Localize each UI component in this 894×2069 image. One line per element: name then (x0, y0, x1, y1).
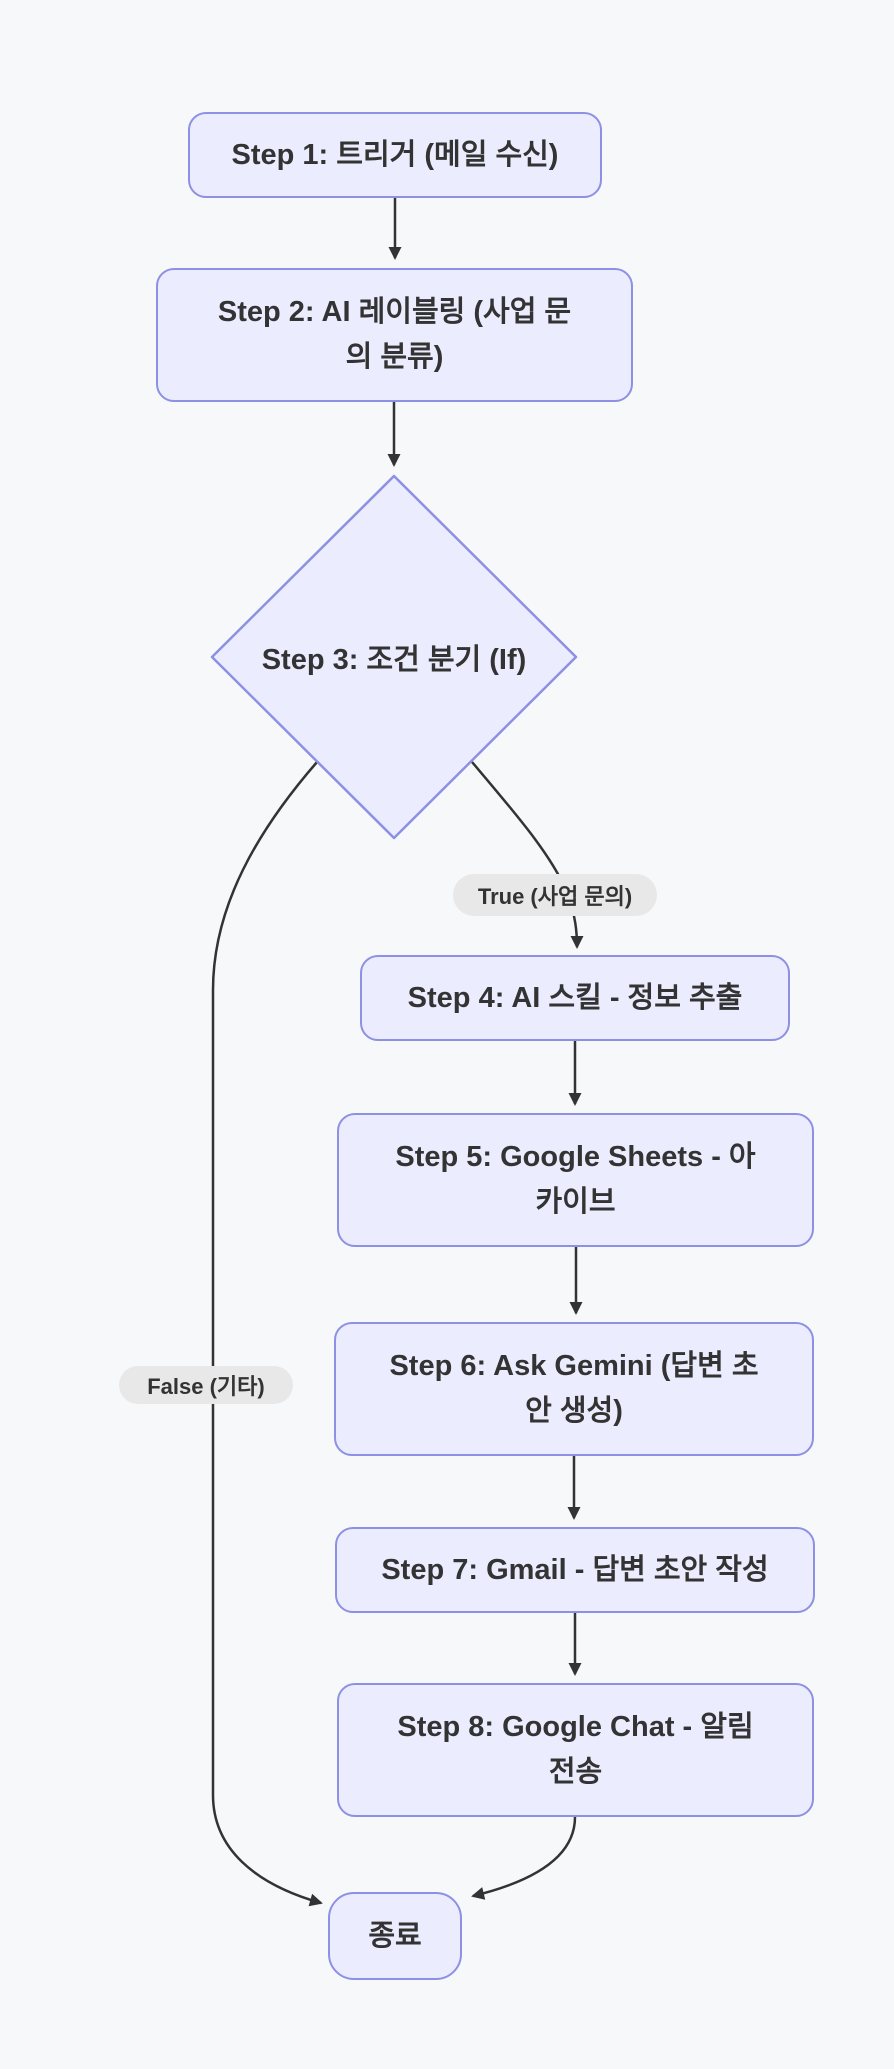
node-step-5-label-line2: 카이브 (535, 1186, 616, 1218)
node-end: 종료 (328, 1892, 462, 1980)
node-step-3-diamond-shape (210, 474, 578, 840)
node-step-4-label: Step 4: AI 스킬 - 정보 추출 (407, 981, 743, 1014)
node-step-6-label-line2: 안 생성) (525, 1395, 623, 1427)
edge-label-true: True (사업 문의) (453, 874, 657, 916)
node-step-6: Step 6: Ask Gemini (답변 초 안 생성) (334, 1322, 814, 1456)
node-step-4: Step 4: AI 스킬 - 정보 추출 (360, 955, 790, 1041)
node-step-8-label-line1: Step 8: Google Chat - 알림 (397, 1711, 754, 1743)
edge-step8-end (471, 1816, 577, 1900)
edge-label-false: False (기타) (119, 1366, 293, 1404)
node-step-7-label: Step 7: Gmail - 답변 초안 작성 (381, 1553, 769, 1586)
node-step-1: Step 1: 트리거 (메일 수신) (188, 112, 602, 198)
node-step-7: Step 7: Gmail - 답변 초안 작성 (335, 1527, 815, 1613)
edge-step3-end-false (211, 761, 323, 1907)
node-step-2: Step 2: AI 레이블링 (사업 문 의 분류) (156, 268, 633, 402)
node-step-1-label: Step 1: 트리거 (메일 수신) (231, 138, 559, 171)
node-step-5: Step 5: Google Sheets - 아 카이브 (337, 1113, 814, 1247)
node-step-5-label-line1: Step 5: Google Sheets - 아 (395, 1141, 756, 1173)
node-step-6-label-line1: Step 6: Ask Gemini (답변 초 (389, 1350, 759, 1382)
node-step-3-label: Step 3: 조건 분기 (If) (261, 644, 527, 676)
node-step-8: Step 8: Google Chat - 알림 전송 (337, 1683, 814, 1817)
node-step-2-label-line1: Step 2: AI 레이블링 (사업 문 (217, 296, 572, 328)
edge-step3-step4-true (471, 761, 584, 949)
node-step-8-label-line2: 전송 (548, 1756, 603, 1788)
node-step-2-label-line2: 의 분류) (345, 341, 444, 373)
node-end-label: 종료 (368, 1919, 422, 1952)
